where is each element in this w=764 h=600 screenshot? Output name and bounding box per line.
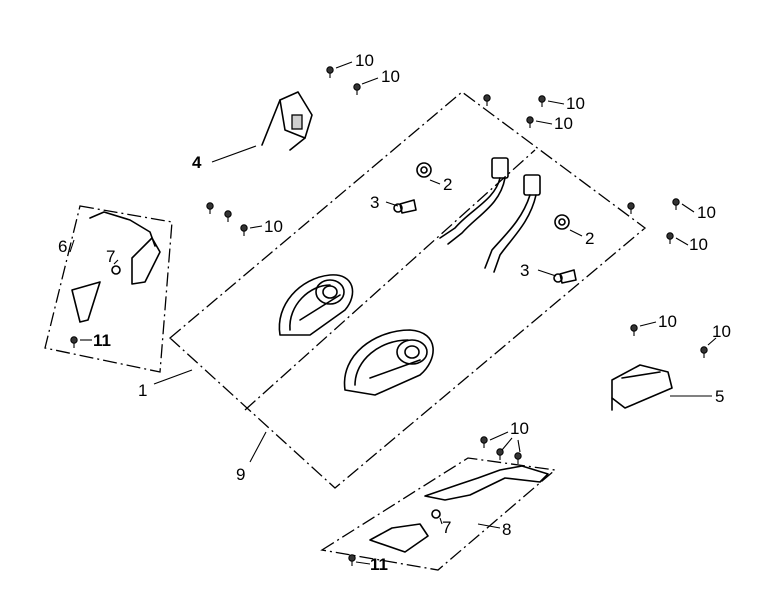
screw-icon xyxy=(206,202,214,214)
leader-lines xyxy=(69,61,717,565)
headlight-housing-upper xyxy=(278,274,354,336)
screw-icon xyxy=(630,324,638,336)
headlight-assembly-frame xyxy=(169,91,647,489)
label-3: 3 xyxy=(370,193,379,212)
screw-icon xyxy=(514,452,522,464)
label-10: 10 xyxy=(510,419,529,438)
socket-harness-left xyxy=(416,157,509,245)
label-3: 3 xyxy=(520,261,529,280)
screw-icon xyxy=(326,66,334,78)
label-10: 10 xyxy=(689,235,708,254)
turn-signal-frame-left xyxy=(44,205,173,373)
bracket-right xyxy=(611,364,673,411)
label-8: 8 xyxy=(502,520,511,539)
screw-icon xyxy=(627,202,635,214)
socket-harness-right xyxy=(484,174,570,273)
label-11: 11 xyxy=(370,555,388,574)
screw-icon xyxy=(480,436,488,448)
turn-signal-left xyxy=(71,211,161,323)
turn-signal-right xyxy=(369,465,549,553)
label-9: 9 xyxy=(236,465,245,484)
label-10: 10 xyxy=(381,67,400,86)
frame-divider xyxy=(244,149,536,411)
screw-icon xyxy=(700,346,708,358)
bracket-left xyxy=(261,91,313,151)
label-6: 6 xyxy=(58,237,67,256)
label-10: 10 xyxy=(712,322,731,341)
screw-icon xyxy=(353,83,361,95)
screw-icon xyxy=(70,336,78,348)
screw-icon xyxy=(348,554,356,566)
headlight-housing-lower xyxy=(343,329,434,396)
label-4: 4 xyxy=(192,153,202,172)
label-7: 7 xyxy=(106,247,115,266)
turn-signal-frame-right xyxy=(320,457,557,571)
screw-icon xyxy=(224,210,232,222)
screw-icon xyxy=(538,95,546,107)
label-7: 7 xyxy=(442,518,451,537)
label-2: 2 xyxy=(585,229,594,248)
label-10: 10 xyxy=(658,312,677,331)
label-10: 10 xyxy=(264,217,283,236)
label-10: 10 xyxy=(566,94,585,113)
bulb-lower xyxy=(553,269,577,284)
screw-icon xyxy=(240,224,248,236)
label-5: 5 xyxy=(715,387,724,406)
bulb-upper xyxy=(393,199,417,214)
screw-icon xyxy=(496,448,504,460)
label-2: 2 xyxy=(443,175,452,194)
screw-icon xyxy=(666,232,674,244)
screw-icon xyxy=(526,116,534,128)
label-11: 11 xyxy=(93,331,111,350)
screw-icon xyxy=(672,198,680,210)
label-10: 10 xyxy=(355,51,374,70)
screw-icon xyxy=(483,94,491,106)
screws xyxy=(70,66,708,566)
label-10: 10 xyxy=(697,203,716,222)
callout-labels: 10 10 10 10 10 10 10 10 10 10 2 2 3 3 4 … xyxy=(58,51,731,574)
label-1: 1 xyxy=(138,381,147,400)
label-10: 10 xyxy=(554,114,573,133)
